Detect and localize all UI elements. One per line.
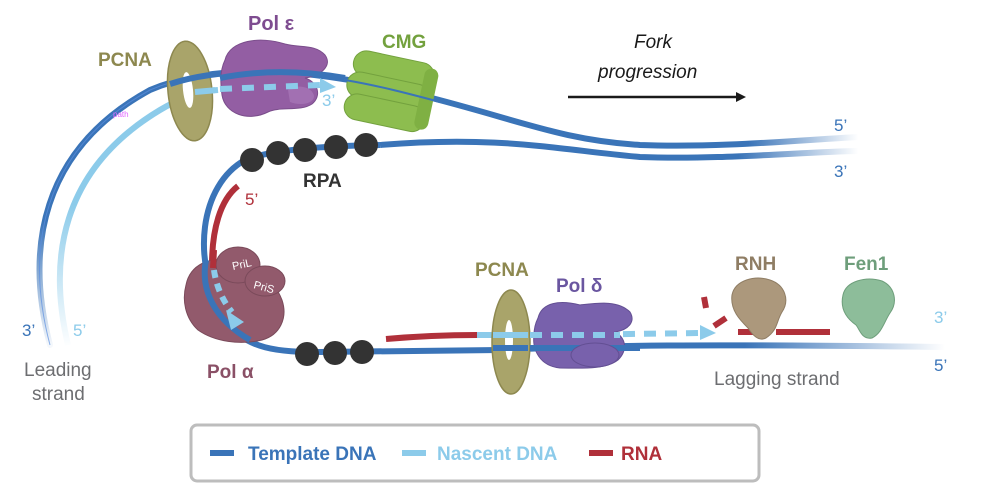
leading-nascent-dashed [219, 82, 321, 92]
template-through-cmg [344, 79, 441, 103]
flap-rna-dash-2 [712, 315, 728, 329]
okazaki-rna-left [385, 332, 478, 342]
primer-5-end: 5’ [245, 190, 258, 209]
pol-delta-lower-lobe [570, 342, 620, 368]
leading-template-over-pole [219, 69, 346, 81]
leading-strand-label-line2: strand [32, 384, 85, 405]
rpa-label: RPA [303, 171, 342, 192]
pril-label: PriL [231, 257, 253, 273]
leading-template-3-end: 3’ [22, 321, 35, 340]
flap-rna-dash-1 [701, 296, 709, 309]
leading-arrowhead [320, 78, 336, 93]
rnh-label: RNH [735, 254, 776, 275]
legend-swatch-rna [589, 450, 613, 456]
parental-bottom-strand [379, 138, 859, 161]
cmg-helicase [343, 50, 439, 133]
pol-alpha-label: Pol α [207, 362, 254, 383]
leading-nascent-5-end: 5’ [73, 321, 86, 340]
pol-alpha-primase [183, 246, 286, 343]
legend-box [189, 423, 761, 483]
leading-nascent-through-ring [194, 87, 219, 95]
legend-swatch-nascent-dna [402, 450, 426, 456]
template-over-pol-alpha [201, 259, 252, 343]
leading-strand-label-line1: Leading [24, 360, 92, 381]
legend-label-template-dna: Template DNA [248, 444, 377, 465]
rpa-lower-cluster [295, 340, 374, 366]
pol-epsilon-enzyme [220, 39, 328, 117]
lagging-nascent-3-end: 3’ [934, 308, 947, 327]
pris-subunit [244, 265, 286, 297]
legend-label-nascent-dna: Nascent DNA [437, 444, 558, 465]
primer-dashed-over [211, 269, 235, 314]
primer-arrowhead-over [226, 310, 244, 330]
legend: Template DNA Nascent DNA RNA [189, 423, 761, 483]
pcna-leading-label: PCNA [98, 50, 152, 71]
cmg-label: CMG [382, 32, 426, 53]
parental-bottom-3-end: 3’ [834, 162, 847, 181]
pris-label: PriS [252, 279, 275, 296]
fork-progression-arrow [568, 92, 746, 102]
fen1-enzyme [841, 278, 895, 339]
pcna-lagging-label: PCNA [475, 260, 529, 281]
pol-delta-label: Pol δ [556, 276, 602, 297]
legend-label-rna: RNA [621, 444, 662, 465]
okazaki-arrowhead [700, 325, 716, 340]
pcna-lagging-ring [491, 289, 531, 395]
primer-over-pol-alpha [210, 249, 217, 269]
pol-epsilon-label: Pol ε [248, 13, 295, 35]
rpa-upper-cluster [240, 133, 378, 172]
legend-swatch-template-dna [210, 450, 234, 456]
rnh-enzyme [731, 277, 787, 340]
lagging-strand-label: Lagging strand [714, 369, 840, 390]
parental-top-strand [419, 92, 859, 149]
fen1-label: Fen1 [844, 254, 889, 275]
path-annotation: path [113, 110, 129, 119]
fork-progression-label-line1: Fork [634, 32, 674, 53]
fork-progression-label-line2: progression [597, 62, 697, 83]
lagging-template-5-end: 5’ [934, 356, 947, 375]
leading-nascent-3-end: 3’ [322, 91, 335, 110]
parental-top-5-end: 5’ [834, 116, 847, 135]
